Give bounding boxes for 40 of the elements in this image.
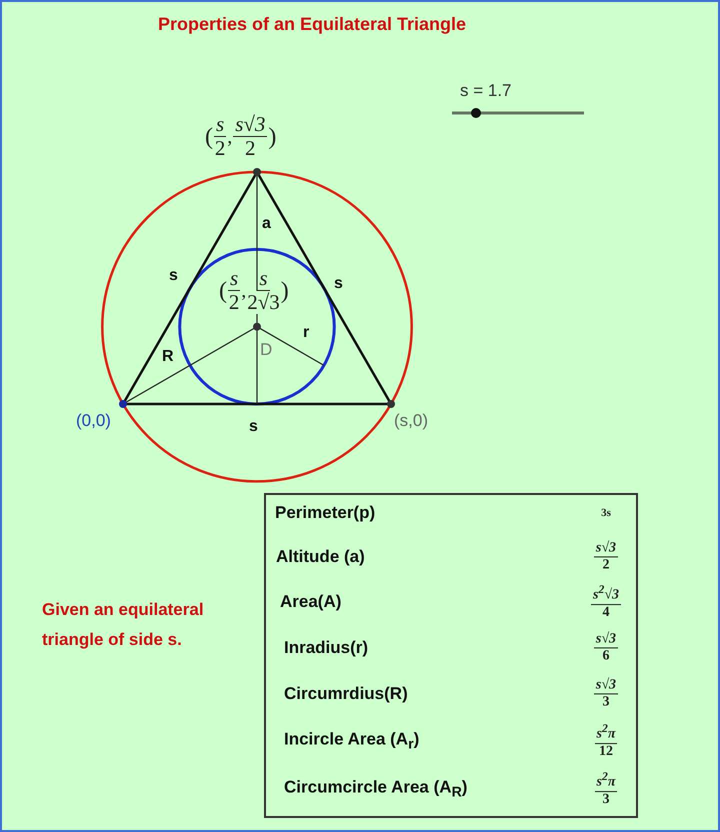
parenthesis: ) (280, 278, 289, 303)
property-name: Circumcircle Area (A$_{R}$) (284, 777, 468, 801)
denominator: 4 (602, 604, 610, 621)
side-label: s (249, 418, 258, 436)
note-text: Given an equilateral triangle of side s. (42, 599, 205, 651)
comma: , (241, 280, 246, 301)
property-name: Circumrdius(R) (284, 684, 408, 704)
denominator: 6 (602, 648, 610, 665)
numerator: s√3 (594, 540, 618, 558)
inradius-label: r (303, 324, 310, 342)
altitude-label: a (262, 215, 271, 233)
property-name: Perimeter(p) (275, 503, 376, 523)
numerator: s√3 (594, 677, 618, 694)
point-label: D (260, 341, 272, 360)
numerator: s√3 (594, 631, 618, 648)
denominator: 2 (602, 558, 610, 574)
side-label: s (334, 275, 343, 293)
denominator: 3 (602, 792, 610, 808)
parenthesis: ( (219, 278, 227, 303)
formula-table (264, 493, 638, 818)
numerator: s$^{2}$π (594, 722, 618, 744)
denominator: 3 (602, 694, 610, 711)
parenthesis: ( (205, 124, 213, 149)
parenthesis: ) (268, 124, 276, 149)
property-name: Area(A) (280, 592, 342, 612)
numerator: s$^{2}$π (594, 770, 618, 792)
diagram-title: Properties of an Equilateral Triangle (156, 14, 468, 35)
property-name: Inradius(r) (284, 638, 368, 658)
property-name: Altitude (a) (276, 547, 365, 567)
denominator: 12 (599, 744, 613, 760)
property-name: Incircle Area (A$_{r}$) (284, 729, 420, 753)
vertex-coordinate: (s,0) (394, 412, 428, 431)
slider-value: s = 1.7 (460, 82, 512, 101)
formula: 3s (601, 507, 611, 519)
circumradius-label: R (162, 348, 174, 366)
comma: , (227, 126, 232, 147)
numerator: s$^{2}$√3 (591, 583, 621, 605)
vertex-coordinate: (0,0) (76, 412, 111, 431)
side-label: s (169, 267, 178, 285)
denominator: 2√3 (247, 291, 280, 314)
